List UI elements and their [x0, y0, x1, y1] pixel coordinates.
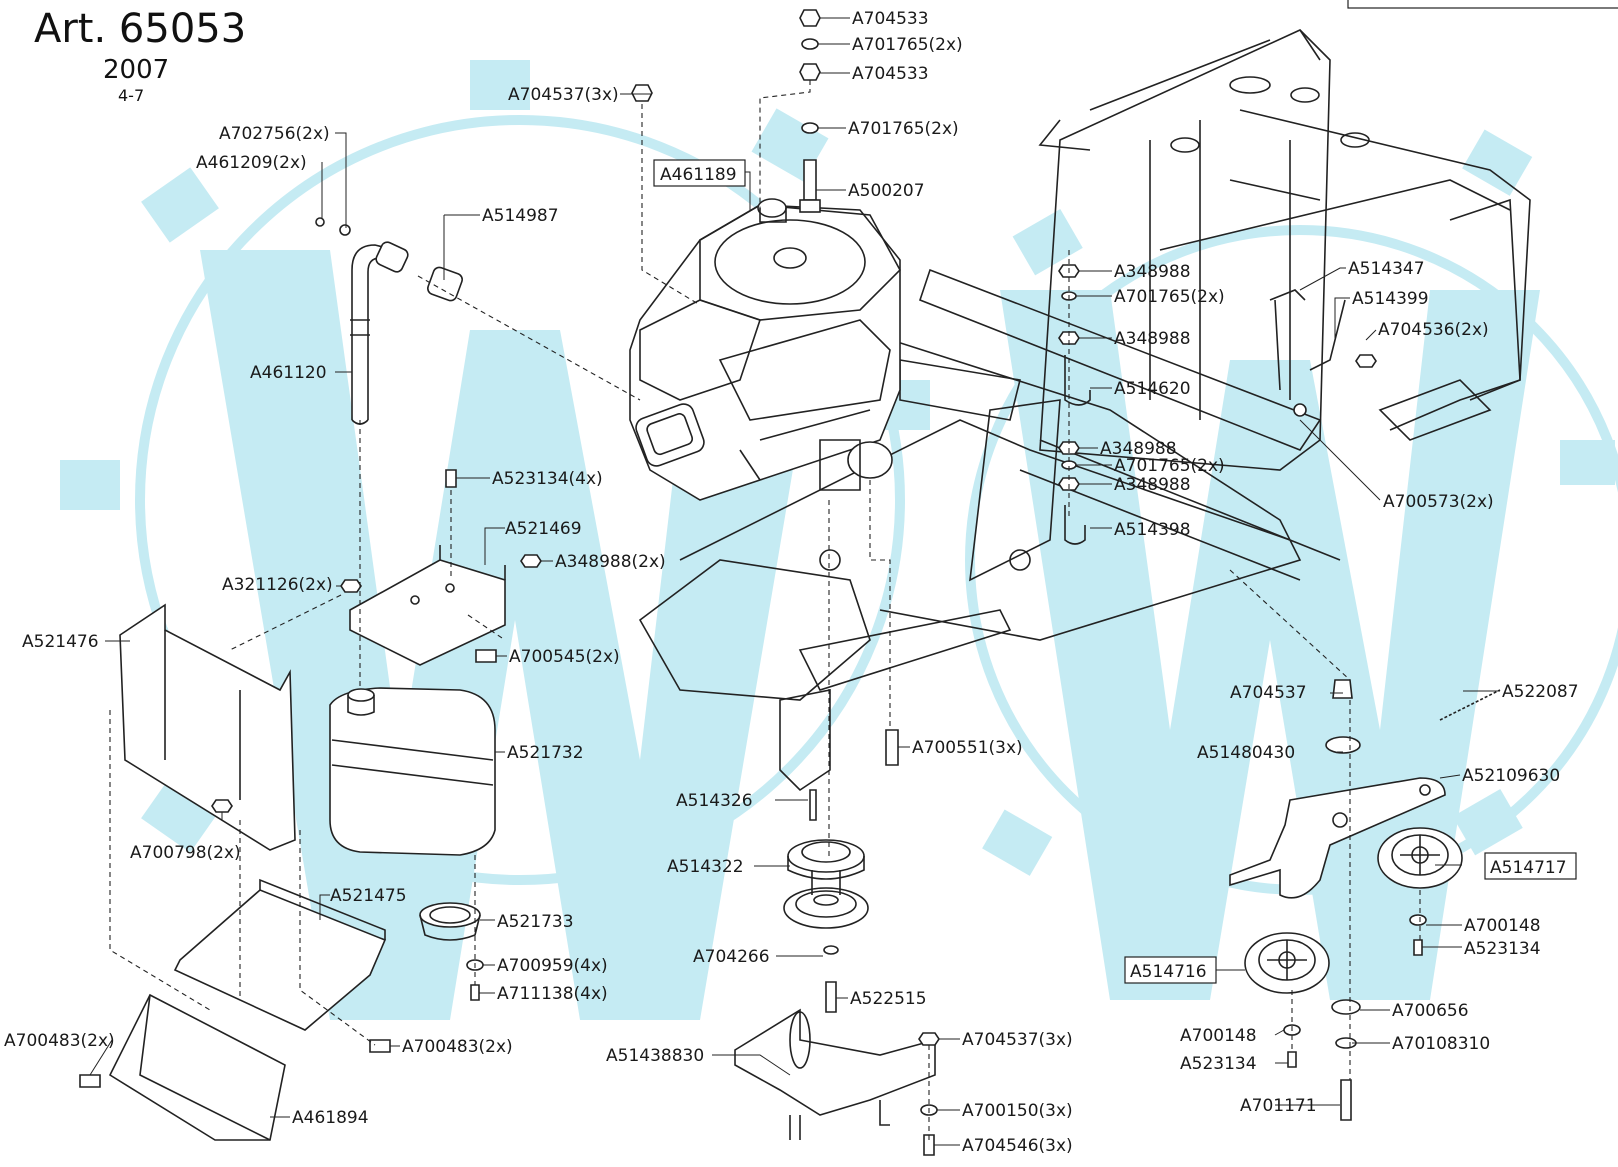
label-A514347: A514347 [1348, 259, 1425, 279]
label-A522515: A522515 [850, 989, 927, 1009]
label-A348988: A348988 [1100, 439, 1177, 459]
label-A514326: A514326 [676, 791, 753, 811]
label-A461189: A461189 [660, 165, 737, 185]
watermark [60, 60, 1618, 1020]
label-A348988: A348988 [1114, 262, 1191, 282]
watermark-letter-w-right [1000, 290, 1540, 1000]
label-A700656: A700656 [1392, 1001, 1469, 1021]
label-A523134: A523134(4x) [492, 469, 603, 489]
pulleys [783, 827, 1463, 994]
muffler-bracket [349, 545, 506, 666]
label-A700545: A700545(2x) [509, 647, 620, 667]
exhaust-collar [419, 902, 481, 941]
corner-box [1347, 0, 1618, 9]
diagram-header: Art. 65053 2007 4-7 [34, 0, 1618, 105]
idler-arm [1229, 679, 1501, 899]
label-A702756: A702756(2x) [219, 124, 330, 144]
label-A461894: A461894 [292, 1108, 369, 1128]
label-A701765: A701765(2x) [1114, 287, 1225, 307]
frame-A514716 [1124, 956, 1217, 984]
label-A461120: A461120 [250, 363, 327, 383]
label-A521733: A521733 [497, 912, 574, 932]
article-number: Art. 65053 [34, 6, 246, 52]
part-labels: A704533 A701765(2x) A704533 A704537(3x) … [4, 9, 1579, 1156]
label-A523134: A523134 [1180, 1054, 1257, 1074]
exhaust-pipe [315, 217, 463, 425]
label-A701171: A701171 [1240, 1096, 1317, 1116]
heat-shields [108, 603, 387, 1141]
label-A704266: A704266 [693, 947, 770, 967]
chassis-frame [638, 29, 1531, 792]
label-A700551: A700551(3x) [912, 738, 1023, 758]
label-A321126: A321126(2x) [222, 575, 333, 595]
label-A521475: A521475 [330, 886, 407, 906]
label-A700150: A700150(3x) [962, 1101, 1073, 1121]
label-A704533: A704533 [852, 9, 929, 29]
label-A514987: A514987 [482, 206, 559, 226]
label-A500207: A500207 [848, 181, 925, 201]
label-A700148: A700148 [1180, 1026, 1257, 1046]
label-A461209: A461209(2x) [196, 153, 307, 173]
label-A51438830: A51438830 [606, 1046, 704, 1066]
label-A521469: A521469 [505, 519, 582, 539]
page-reference: 4-7 [118, 86, 144, 105]
frame-A461189 [653, 159, 746, 187]
label-A522087: A522087 [1502, 682, 1579, 702]
label-A700148: A700148 [1464, 916, 1541, 936]
label-A704546: A704546(3x) [962, 1136, 1073, 1156]
label-A701765: A701765(2x) [1114, 456, 1225, 476]
lower-bracket [734, 1008, 936, 1140]
fasteners [79, 9, 1427, 1156]
label-A704533: A704533 [852, 64, 929, 84]
watermark-gear-left [135, 115, 905, 885]
label-A514620: A514620 [1114, 379, 1191, 399]
label-frames [653, 159, 1577, 984]
label-leaders [89, 17, 1500, 1146]
label-A523134: A523134 [1464, 939, 1541, 959]
label-A514322: A514322 [667, 857, 744, 877]
label-A701765: A701765(2x) [852, 35, 963, 55]
label-A52109630: A52109630 [1462, 766, 1560, 786]
label-A514716: A514716 [1130, 962, 1207, 982]
assembly-dashed-lines [109, 80, 1421, 1140]
label-A704537: A704537(3x) [508, 85, 619, 105]
label-A704537: A704537 [1230, 683, 1307, 703]
label-A700483: A700483(2x) [402, 1037, 513, 1057]
label-A51480430: A51480430 [1197, 743, 1295, 763]
label-A704536: A704536(2x) [1378, 320, 1489, 340]
label-A700798: A700798(2x) [130, 843, 241, 863]
label-A514398: A514398 [1114, 520, 1191, 540]
frame-A514717 [1484, 852, 1577, 880]
label-A701765: A701765(2x) [848, 119, 959, 139]
label-A348988: A348988(2x) [555, 552, 666, 572]
label-A711138: A711138(4x) [497, 984, 608, 1004]
model-year: 2007 [103, 55, 169, 85]
label-A521476: A521476 [22, 632, 99, 652]
label-A700483: A700483(2x) [4, 1031, 115, 1051]
muffler [329, 687, 496, 856]
engine-assembly [629, 198, 901, 501]
label-A514717: A514717 [1490, 858, 1567, 878]
label-A700959: A700959(4x) [497, 956, 608, 976]
label-A704537: A704537(3x) [962, 1030, 1073, 1050]
label-A70108310: A70108310 [1392, 1034, 1490, 1054]
label-A521732: A521732 [507, 743, 584, 763]
label-A700573: A700573(2x) [1383, 492, 1494, 512]
label-A348988: A348988 [1114, 329, 1191, 349]
label-A514399: A514399 [1352, 289, 1429, 309]
label-A348988: A348988 [1114, 475, 1191, 495]
